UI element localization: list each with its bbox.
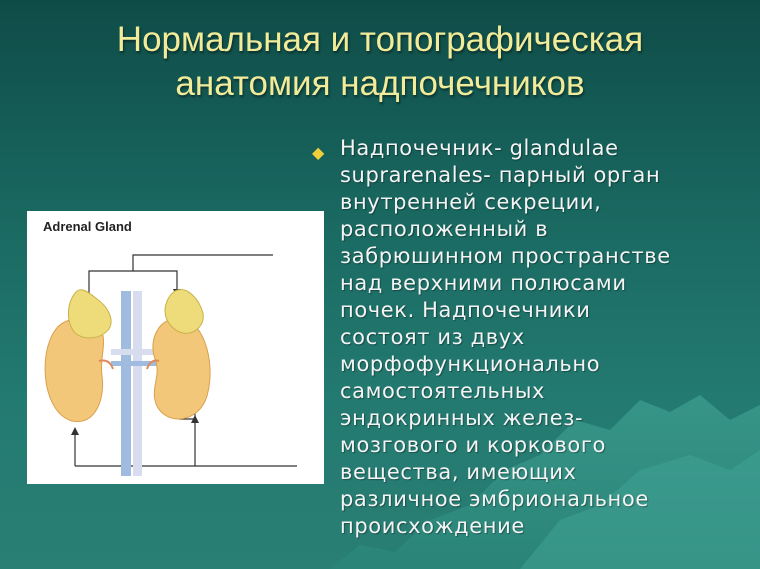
body-line: происхождение <box>340 514 525 538</box>
adrenal-gland-illustration <box>44 254 297 476</box>
title-line-1: Нормальная и топографическая <box>116 20 644 59</box>
body-line: различное эмбриональное <box>340 487 649 511</box>
body-line: состоят из двух <box>340 325 525 349</box>
body-paragraph: Надпочечник- glandulae suprarenales- пар… <box>340 135 740 540</box>
body-line: внутренней секреции, <box>340 190 602 214</box>
body-line: почек. Надпочечники <box>340 298 591 322</box>
body-line: мозгового и коркового <box>340 433 606 457</box>
body-line: расположенный в <box>340 217 549 241</box>
body-line: над верхними полюсами <box>340 271 627 295</box>
body-line: эндокринных желез- <box>340 406 584 430</box>
body-line: suprarenales- парный орган <box>340 163 661 187</box>
bullet-icon: ◆ <box>312 143 325 162</box>
adrenal-gland-figure: Adrenal Gland <box>27 211 324 484</box>
body-line: Надпочечник- glandulae <box>340 136 619 160</box>
body-line: вещества, имеющих <box>340 460 577 484</box>
body-line: самостоятельных <box>340 379 546 403</box>
body-line: морфофункционально <box>340 352 601 376</box>
slide-title: Нормальная и топографическая анатомия на… <box>20 18 740 106</box>
body-line: забрюшинном пространстве <box>340 244 671 268</box>
figure-label: Adrenal Gland <box>43 219 132 234</box>
title-line-2: анатомия надпочечников <box>175 64 585 103</box>
